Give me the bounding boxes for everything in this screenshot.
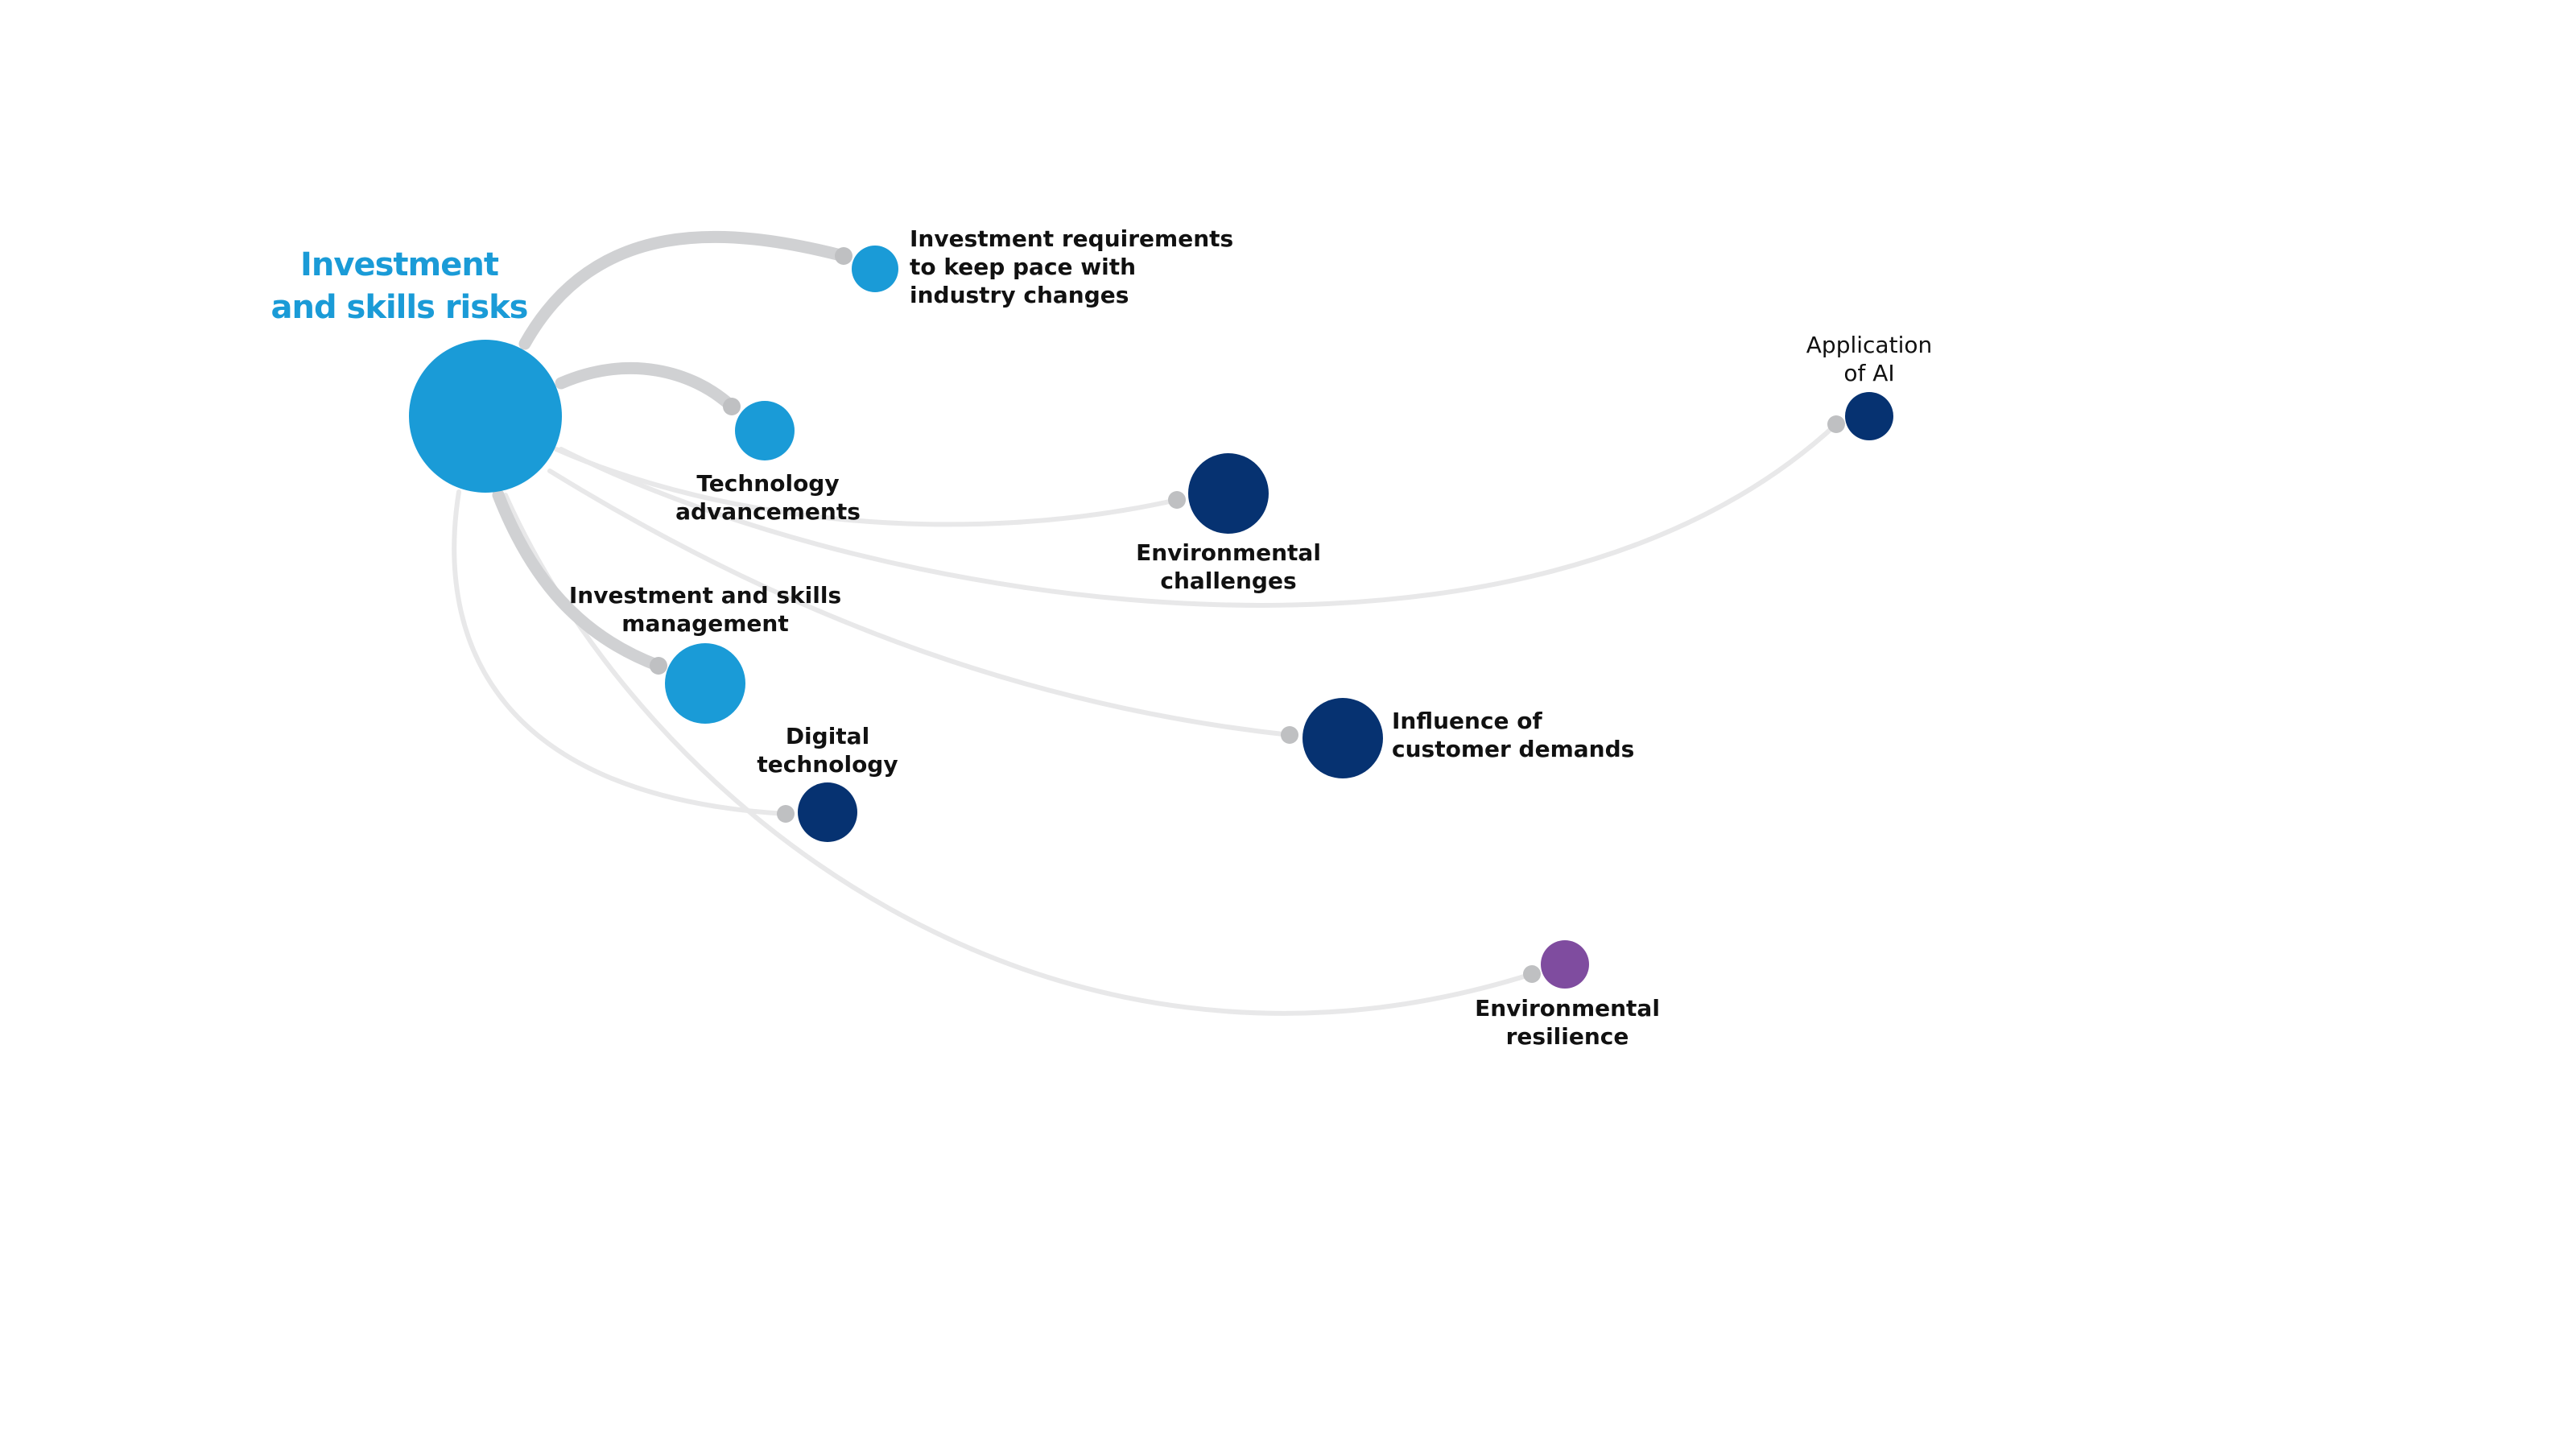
label-investment-requirements: Investment requirements to keep pace wit… (910, 225, 1233, 309)
hub-title: Investment and skills risks (270, 244, 529, 329)
edge-endpoint-technology-advancements (723, 398, 741, 415)
label-influence-customer-demands: Influence of customer demands (1392, 707, 1634, 763)
label-line: challenges (1160, 568, 1297, 594)
label-line: of AI (1843, 360, 1895, 386)
label-environmental-challenges: Environmental challenges (1136, 539, 1321, 595)
label-line: advancements (675, 498, 861, 525)
label-environmental-resilience: Environmental resilience (1475, 994, 1660, 1051)
edge-endpoint-investment-skills-management (650, 657, 667, 675)
label-line: Environmental (1136, 539, 1321, 566)
edge-endpoint-influence-customer-demands (1281, 726, 1298, 744)
edge-environmental-resilience (503, 493, 1534, 1016)
hub-node-investment-skills-risks[interactable] (409, 340, 562, 493)
label-line: customer demands (1392, 736, 1635, 762)
edge-technology-advancements (555, 361, 738, 413)
node-environmental-challenges[interactable] (1188, 453, 1269, 534)
node-investment-skills-management[interactable] (665, 643, 745, 724)
label-digital-technology: Digital technology (757, 722, 898, 778)
label-line: Digital (785, 723, 870, 749)
edge-endpoint-investment-requirements (835, 247, 852, 265)
label-line: Application (1806, 332, 1933, 358)
label-line: industry changes (910, 282, 1129, 308)
label-line: to keep pace with (910, 254, 1137, 280)
label-line: resilience (1505, 1023, 1629, 1050)
label-application-of-ai: Application of AI (1806, 331, 1932, 387)
hub-title-line: Investment (300, 246, 499, 283)
node-environmental-resilience[interactable] (1541, 940, 1589, 989)
edge-influence-customer-demands (547, 469, 1292, 737)
node-digital-technology[interactable] (798, 782, 857, 842)
edge-environmental-challenges (554, 447, 1179, 527)
node-influence-customer-demands[interactable] (1302, 698, 1383, 778)
node-investment-requirements[interactable] (852, 246, 898, 292)
edge-application-of-ai (559, 422, 1839, 608)
label-technology-advancements: Technology advancements (675, 469, 861, 526)
node-technology-advancements[interactable] (735, 401, 795, 460)
label-line: Technology (696, 470, 840, 497)
label-line: Environmental (1475, 995, 1660, 1022)
edge-endpoint-environmental-resilience (1523, 965, 1541, 983)
label-line: management (621, 610, 789, 637)
node-application-of-ai[interactable] (1845, 392, 1893, 440)
label-line: Investment and skills (568, 582, 842, 609)
label-line: technology (757, 751, 898, 778)
edge-digital-technology (452, 489, 788, 816)
edge-endpoint-digital-technology (777, 805, 795, 823)
edge-endpoint-environmental-challenges (1168, 491, 1186, 509)
label-line: Influence of (1392, 708, 1542, 734)
edge-investment-requirements (518, 230, 850, 350)
edge-endpoint-application-of-ai (1827, 415, 1845, 433)
label-line: Investment requirements (910, 225, 1234, 252)
hub-title-line: and skills risks (270, 289, 529, 326)
edge-investment-skills-management (492, 489, 665, 672)
label-investment-skills-management: Investment and skills management (569, 581, 841, 638)
